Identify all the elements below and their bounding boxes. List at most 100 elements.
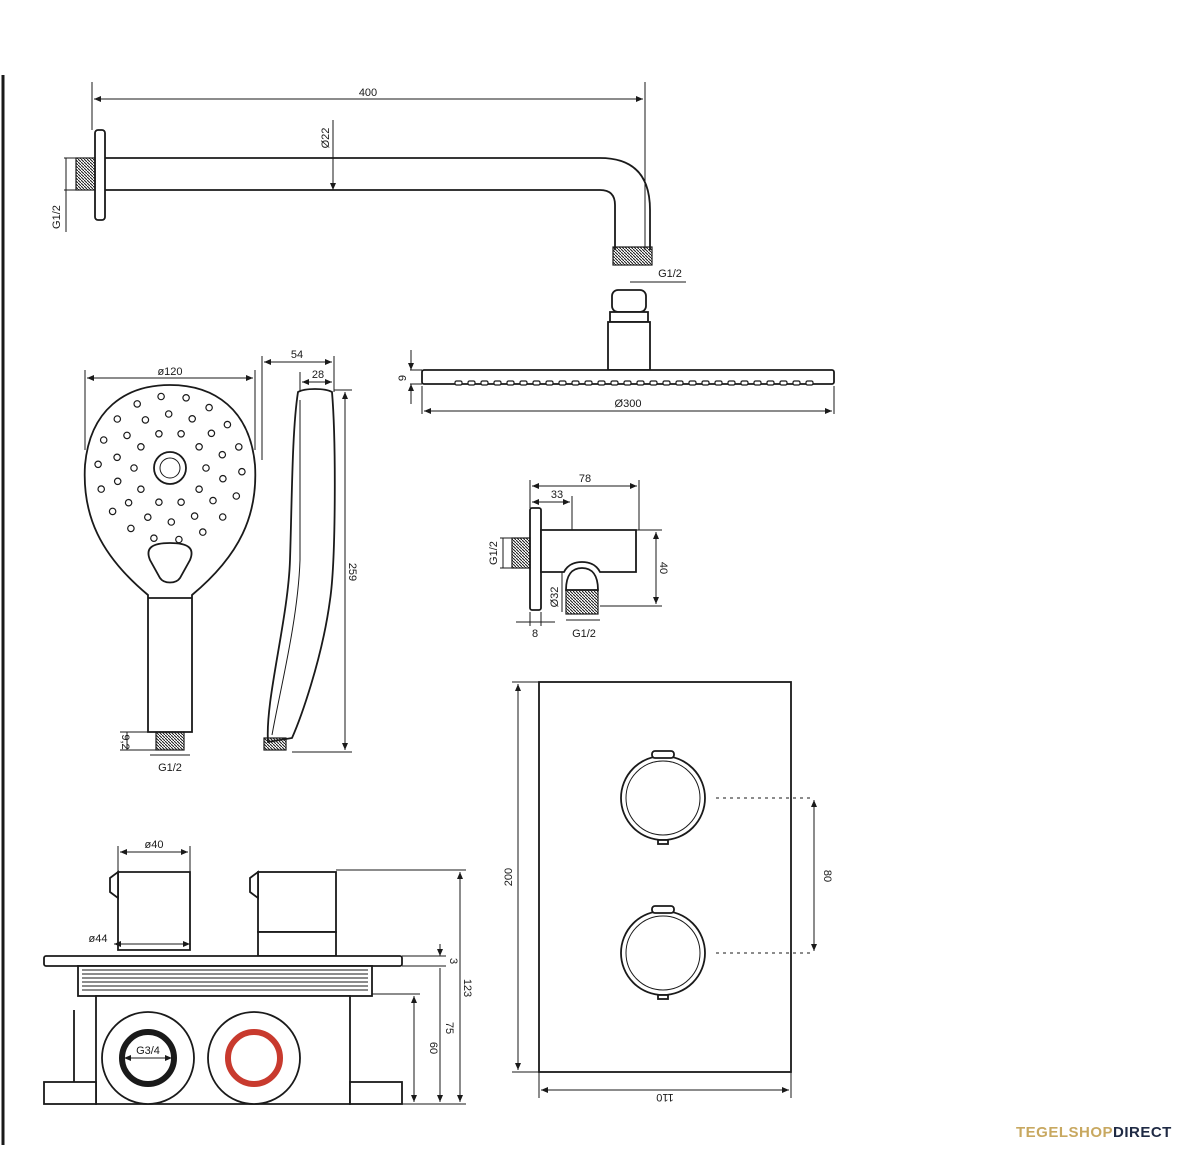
rain-nozzle bbox=[779, 380, 788, 386]
nozzle-hole bbox=[195, 485, 203, 494]
thermostatic-valve-body bbox=[43, 870, 403, 1105]
brand-logo-part2: DIRECT bbox=[1113, 1124, 1172, 1141]
rain-nozzle bbox=[675, 380, 684, 386]
nozzle-hole bbox=[188, 414, 197, 423]
shower-arm bbox=[75, 129, 653, 266]
nozzle-hole bbox=[113, 453, 121, 462]
dim-hand-handle-depth: 28 bbox=[312, 369, 324, 381]
dim-valve-knob-diameter: ø40 bbox=[145, 839, 164, 851]
nozzle-hole bbox=[137, 485, 145, 494]
nozzle-hole bbox=[157, 392, 165, 401]
nozzle-hole bbox=[130, 464, 138, 472]
rain-nozzle bbox=[805, 380, 814, 386]
nozzle-hole bbox=[218, 450, 227, 459]
nozzle-hole bbox=[123, 431, 131, 440]
nozzle-hole bbox=[141, 416, 150, 424]
rain-nozzle bbox=[493, 380, 502, 386]
nozzle-hole bbox=[164, 410, 173, 418]
rain-nozzle bbox=[597, 380, 606, 386]
dim-hand-diameter: ø120 bbox=[157, 366, 182, 378]
nozzle-hole bbox=[137, 442, 145, 451]
nozzle-hole bbox=[195, 442, 203, 451]
rain-nozzle bbox=[610, 380, 619, 386]
nozzle-hole bbox=[177, 429, 185, 438]
nozzle-hole bbox=[133, 400, 142, 408]
nozzle-hole bbox=[219, 474, 227, 483]
cover-plate bbox=[538, 681, 792, 1073]
nozzle-hole bbox=[199, 528, 207, 536]
nozzle-hole bbox=[155, 429, 163, 438]
nozzle-hole bbox=[113, 415, 122, 423]
hand-shower-front bbox=[83, 384, 257, 751]
rain-nozzle bbox=[701, 380, 710, 386]
nozzle-hole bbox=[202, 464, 210, 472]
nozzle-hole bbox=[99, 436, 108, 444]
dim-elbow-outlet-thread: G1/2 bbox=[572, 628, 596, 640]
nozzle-hole bbox=[177, 498, 185, 507]
nozzle-hole bbox=[94, 460, 102, 469]
nozzle-hole bbox=[209, 496, 217, 505]
rain-nozzle bbox=[688, 380, 697, 386]
nozzle-hole bbox=[127, 524, 135, 533]
dim-arm-diameter: Ø22 bbox=[320, 128, 332, 149]
dim-elbow-flange: 8 bbox=[532, 628, 538, 640]
nozzle-hole bbox=[205, 403, 213, 412]
nozzle-hole bbox=[223, 420, 232, 429]
nozzle-hole bbox=[144, 513, 152, 522]
dim-hand-thread: G1/2 bbox=[158, 762, 182, 774]
rain-nozzle bbox=[467, 380, 476, 386]
nozzle-hole bbox=[108, 507, 117, 516]
rain-nozzle bbox=[545, 380, 554, 386]
dim-elbow-height: 40 bbox=[657, 562, 669, 574]
rain-nozzle bbox=[753, 380, 762, 386]
rain-nozzle bbox=[727, 380, 736, 386]
rain-nozzle bbox=[766, 380, 775, 386]
rain-nozzle bbox=[558, 380, 567, 386]
nozzle-hole bbox=[155, 498, 163, 507]
rain-nozzle bbox=[714, 380, 723, 386]
nozzle-hole bbox=[97, 485, 106, 493]
rain-nozzle bbox=[571, 380, 580, 386]
dim-elbow-offset: 33 bbox=[551, 489, 563, 501]
rain-nozzle bbox=[532, 380, 541, 386]
dim-arm-thread: G1/2 bbox=[51, 205, 63, 229]
rain-nozzle bbox=[662, 380, 671, 386]
dim-head-diameter: Ø300 bbox=[615, 398, 642, 410]
rain-nozzle bbox=[454, 380, 463, 386]
rain-nozzle bbox=[480, 380, 489, 386]
dim-arm-length: 400 bbox=[359, 87, 377, 99]
hand-shower-side bbox=[263, 388, 336, 751]
nozzle-hole bbox=[232, 492, 241, 500]
dim-hand-depth: 54 bbox=[291, 349, 303, 361]
brand-logo: TEGELSHOPDIRECT bbox=[1016, 1124, 1172, 1141]
rain-nozzle bbox=[792, 380, 801, 386]
dim-plate-width: 110 bbox=[656, 1091, 674, 1103]
dim-valve-plate: 3 bbox=[447, 958, 459, 964]
dim-elbow-outlet-diameter: Ø32 bbox=[549, 587, 561, 608]
rain-nozzle bbox=[623, 380, 632, 386]
dim-elbow-thread-wall: G1/2 bbox=[488, 541, 500, 565]
rain-nozzle bbox=[636, 380, 645, 386]
nozzle-hole bbox=[124, 498, 133, 507]
nozzle-hole bbox=[238, 467, 246, 476]
wall-elbow bbox=[511, 507, 637, 615]
dim-plate-height: 200 bbox=[503, 868, 515, 886]
dim-valve-total-depth: 123 bbox=[461, 979, 473, 997]
dim-valve-depth-60: 60 bbox=[427, 1042, 439, 1054]
rain-shower-head bbox=[421, 289, 835, 386]
nozzle-hole bbox=[190, 512, 199, 520]
nozzle-hole bbox=[167, 518, 176, 526]
dim-hand-length: 259 bbox=[346, 563, 358, 581]
dim-hand-thread-length: 9,2 bbox=[119, 734, 131, 749]
dim-plate-knob-spacing: 80 bbox=[821, 870, 833, 882]
nozzle-hole bbox=[113, 477, 122, 486]
dim-valve-inlet-thread: G3/4 bbox=[136, 1045, 160, 1057]
dim-elbow-length: 78 bbox=[579, 473, 591, 485]
nozzle-hole bbox=[182, 393, 190, 402]
rain-nozzle bbox=[519, 380, 528, 386]
dim-valve-depth-75: 75 bbox=[443, 1022, 455, 1034]
nozzle-hole bbox=[207, 429, 216, 438]
rain-nozzle bbox=[584, 380, 593, 386]
nozzle-hole bbox=[235, 443, 243, 451]
